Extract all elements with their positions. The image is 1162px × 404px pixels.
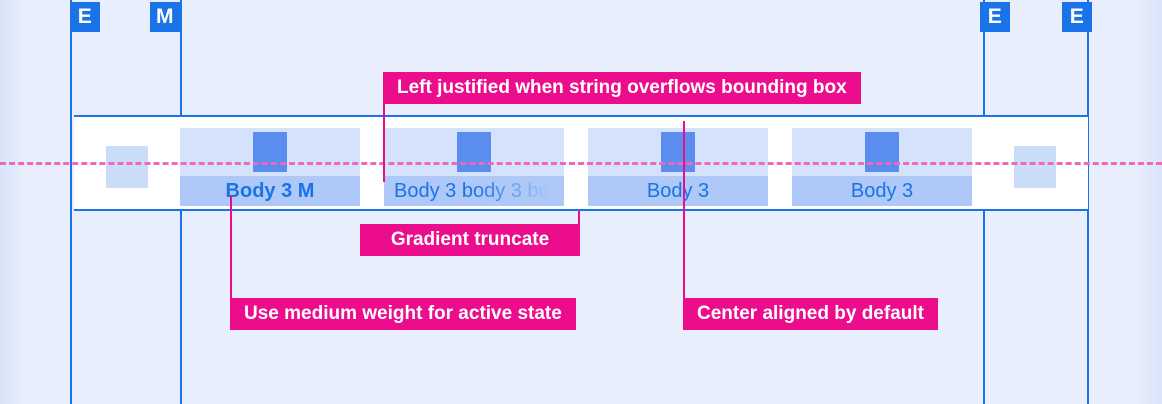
tab-icon-placeholder-icon (253, 132, 287, 172)
column-marker-e-3: E (1062, 2, 1092, 32)
tab-item-body-3-a[interactable]: Body 3 (588, 128, 768, 206)
right-margin-gradient (1136, 0, 1162, 404)
tab-bar: Body 3 M Body 3 body 3 body 3 Body 3 (74, 115, 1088, 211)
tab-label: Body 3 body 3 body 3 (394, 180, 564, 202)
tab-label-band: Body 3 (588, 176, 768, 206)
tab-item-overflow[interactable]: Body 3 body 3 body 3 (384, 128, 564, 206)
column-guide-4 (1087, 0, 1089, 404)
baseline-guide (0, 162, 1162, 165)
tab-icon-placeholder-icon (457, 132, 491, 172)
tab-label: Body 3 (850, 180, 914, 202)
column-marker-e-2: E (980, 2, 1010, 32)
annotation-center-aligned: Center aligned by default (683, 298, 938, 330)
tab-label: Body 3 M (225, 180, 315, 202)
tab-item-body-3-b[interactable]: Body 3 (792, 128, 972, 206)
tab-icon-placeholder-icon (865, 132, 899, 172)
tab-item-partial-left[interactable] (106, 146, 148, 188)
annotation-gradient-truncate: Gradient truncate (360, 224, 580, 256)
tab-label-band: Body 3 M (180, 176, 360, 206)
column-marker-e-1: E (70, 2, 100, 32)
annotation-leader-left-justified (383, 104, 385, 182)
tab-label-band: Body 3 (792, 176, 972, 206)
tab-item-body-3-m[interactable]: Body 3 M (180, 128, 360, 206)
annotation-leader-center-aligned (683, 121, 685, 299)
annotation-leader-medium-weight (230, 196, 232, 299)
column-guide-1 (70, 0, 72, 404)
tab-label-band: Body 3 body 3 body 3 (384, 176, 564, 206)
column-marker-m: M (150, 2, 180, 32)
tab-label: Body 3 (646, 180, 710, 202)
tab-icon-placeholder-icon (661, 132, 695, 172)
tab-item-partial-right[interactable] (1014, 146, 1056, 188)
annotation-medium-weight: Use medium weight for active state (230, 298, 576, 330)
left-margin-gradient (0, 0, 26, 404)
annotation-left-justified: Left justified when string overflows bou… (383, 72, 861, 104)
